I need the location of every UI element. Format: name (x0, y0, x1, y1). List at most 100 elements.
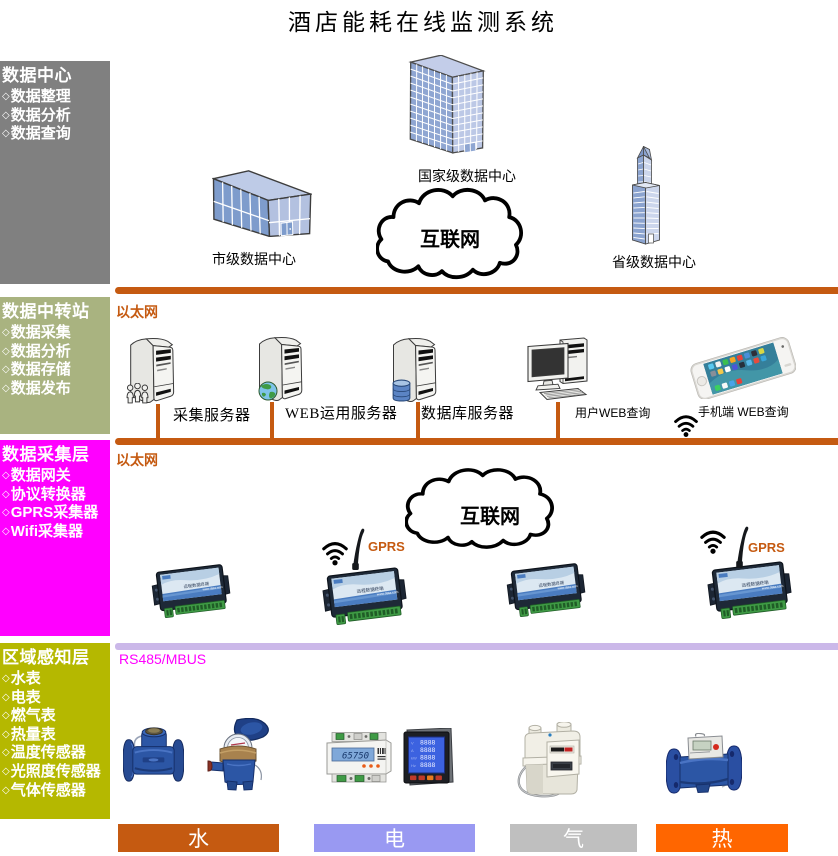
city-datacenter-label: 市级数据中心 (212, 251, 296, 267)
sidebar-item-label: 数据网关 (10, 467, 71, 484)
data-collector-icon-3 (503, 560, 590, 617)
national-datacenter-building-icon (405, 55, 489, 155)
connector-database-server (416, 402, 420, 441)
electric-meter-din-icon (324, 731, 394, 783)
sidebar-item-label: 数据整理 (10, 88, 71, 105)
diamond-bullet-icon: ◇ (2, 710, 10, 722)
diamond-bullet-icon: ◇ (2, 765, 10, 777)
sidebar-item: ◇温度传感器 (2, 744, 110, 763)
connector-web-server (270, 402, 274, 441)
water-meter-residential-icon (207, 718, 271, 791)
diamond-bullet-icon: ◇ (2, 673, 10, 684)
diamond-bullet-icon: ◇ (2, 525, 10, 537)
diamond-bullet-icon: ◇ (2, 691, 10, 703)
connector-collect-server (156, 404, 160, 441)
sidebar-item-label: 数据分析 (10, 342, 71, 360)
sidebar-item-label: 电表 (10, 688, 41, 706)
sidebar-item: ◇气体传感器 (2, 782, 110, 801)
sidebar-item: ◇数据网关 (2, 467, 110, 486)
antenna-icon-1 (349, 526, 365, 570)
page-title: 酒店能耗在线监测系统 (288, 10, 558, 35)
diamond-bullet-icon: ◇ (2, 784, 10, 796)
desktop-computer-icon (527, 337, 593, 402)
sidebar-block-data-center: 数据中心 ◇数据整理 ◇数据分析 ◇数据查询 (0, 61, 110, 284)
sidebar-item: ◇数据查询 (2, 125, 110, 144)
energy-bar-label: 水 (188, 828, 209, 851)
sidebar-item-label: 气体传感器 (10, 781, 86, 799)
diamond-bullet-icon: ◇ (2, 91, 10, 102)
wifi-icon-gprs-2 (699, 528, 727, 554)
sidebar-item: ◇数据发布 (2, 380, 110, 399)
sidebar-item-label: 燃气表 (10, 707, 56, 725)
ethernet-label-relay: 以太网 (116, 304, 158, 320)
sidebar-item: ◇燃气表 (2, 707, 110, 726)
diamond-bullet-icon: ◇ (2, 345, 10, 357)
users-icon (126, 383, 149, 404)
sidebar-item: ◇数据分析 (2, 107, 110, 126)
sidebar-item: ◇热量表 (2, 726, 110, 745)
diamond-bullet-icon: ◇ (2, 128, 10, 140)
collect-server-label: 采集服务器 (173, 408, 251, 424)
rs485-mbus-label: RS485/MBUS (119, 651, 207, 667)
database-server-label: 数据库服务器 (421, 406, 515, 422)
diamond-bullet-icon: ◇ (2, 327, 10, 338)
sidebar-block-title: 区域感知层 (2, 648, 90, 667)
sidebar-item-label: 温度传感器 (10, 744, 86, 762)
data-collector-icon-1 (148, 561, 235, 618)
gprs-label-1: GPRS (368, 539, 405, 554)
sidebar-item: ◇数据整理 (2, 88, 110, 107)
gas-meter-icon (517, 722, 589, 799)
sidebar-item-label: GPRS采集器 (10, 504, 99, 522)
mobile-client-label: 手机端 WEB查询 (698, 405, 789, 419)
internet-cloud-label: 互联网 (460, 506, 520, 528)
electric-meter-panel-icon (402, 728, 454, 786)
globe-icon (258, 381, 278, 401)
sidebar-block-title: 数据中心 (2, 66, 72, 85)
sidebar-item-label: 数据采集 (10, 324, 71, 341)
province-datacenter-building-icon (632, 146, 662, 246)
connector-web-client (556, 402, 560, 441)
sidebar-item-label: Wifi采集器 (10, 522, 84, 540)
internet-cloud-label: 互联网 (420, 229, 480, 251)
data-collector-icon-2 (319, 564, 411, 625)
water-meter-industrial-icon (123, 722, 184, 785)
heat-meter-icon (666, 733, 742, 794)
energy-bar-label: 电 (384, 828, 405, 851)
sidebar-item: ◇光照度传感器 (2, 763, 110, 782)
sidebar-item: ◇数据采集 (2, 324, 110, 343)
sidebar-item-label: 热量表 (10, 725, 56, 743)
data-collector-icon-4 (704, 558, 796, 619)
diamond-bullet-icon: ◇ (2, 728, 10, 740)
sidebar-item: ◇数据存储 (2, 361, 110, 380)
national-datacenter-label: 国家级数据中心 (418, 168, 516, 184)
sidebar-item: ◇GPRS采集器 (2, 504, 110, 523)
wifi-icon-phone (673, 412, 699, 438)
sidebar-block-title: 数据中转站 (2, 302, 90, 321)
smartphone-icon (690, 329, 796, 399)
sidebar-block-title: 数据采集层 (2, 445, 90, 464)
sidebar-item: ◇电表 (2, 689, 110, 708)
internet-cloud-upper: 互联网 (376, 181, 524, 285)
tier-divider-rule-1 (115, 287, 838, 294)
energy-bar-label: 热 (711, 828, 733, 851)
sidebar-item-label: 数据存储 (10, 361, 71, 379)
sidebar-block-area-sensing: 区域感知层 ◇水表 ◇电表 ◇燃气表 ◇热量表 ◇温度传感器 ◇光照度传感器 ◇… (0, 643, 110, 819)
internet-cloud-lower: 互联网 (405, 462, 555, 554)
diamond-bullet-icon: ◇ (2, 488, 10, 500)
energy-bar-gas: 气 (510, 824, 637, 852)
web-server-label: WEB运用服务器 (285, 406, 398, 422)
diamond-bullet-icon: ◇ (2, 747, 10, 759)
sidebar-block-data-collection: 数据采集层 ◇数据网关 ◇协议转换器 ◇GPRS采集器 ◇Wifi采集器 (0, 440, 110, 636)
diamond-bullet-icon: ◇ (2, 470, 10, 481)
sidebar-item: ◇水表 (2, 670, 110, 689)
energy-bar-water: 水 (118, 824, 279, 852)
diamond-bullet-icon: ◇ (2, 382, 10, 394)
sidebar-item-label: 水表 (10, 670, 41, 687)
sidebar-item: ◇协议转换器 (2, 486, 110, 505)
gprs-label-2: GPRS (748, 540, 785, 555)
diamond-bullet-icon: ◇ (2, 507, 10, 519)
wifi-icon-gprs-1 (321, 539, 349, 566)
diamond-bullet-icon: ◇ (2, 364, 10, 376)
ethernet-label-collection: 以太网 (116, 452, 158, 468)
antenna-icon-2 (733, 524, 749, 568)
